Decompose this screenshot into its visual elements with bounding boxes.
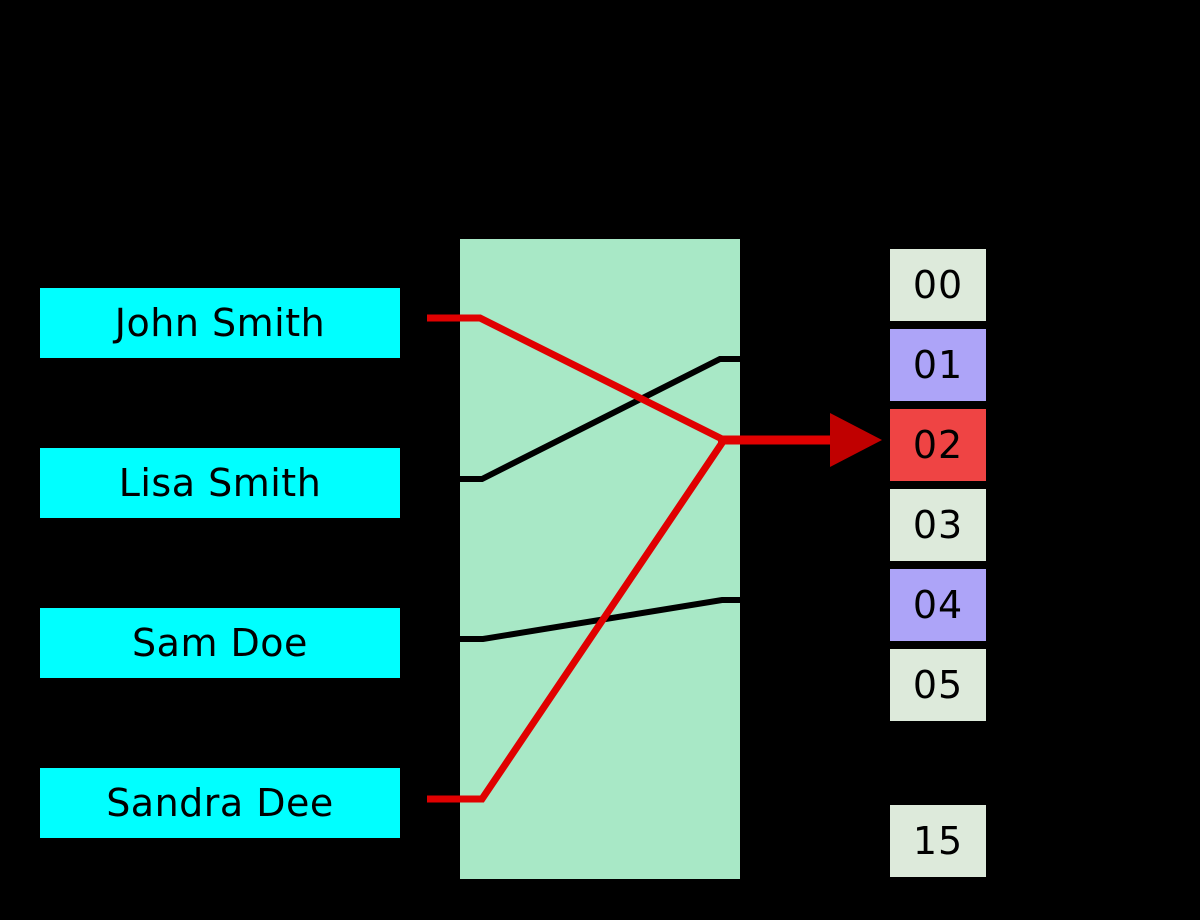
bucket-label-15: 15 [912, 819, 964, 863]
hash-function-box [460, 239, 740, 879]
bucket-cell-02[interactable]: 02 [890, 409, 986, 481]
key-box-sandra-dee[interactable]: Sandra Dee [40, 768, 400, 838]
bucket-label-04: 04 [912, 583, 964, 627]
bucket-cell-04[interactable]: 04 [890, 569, 986, 641]
bucket-cell-05[interactable]: 05 [890, 649, 986, 721]
collision-arrowhead-icon [830, 413, 882, 467]
bucket-label-05: 05 [912, 663, 964, 707]
bucket-label-01: 01 [912, 343, 964, 387]
bucket-cell-00[interactable]: 00 [890, 249, 986, 321]
key-box-lisa-smith[interactable]: Lisa Smith [40, 448, 400, 518]
bucket-label-02: 02 [912, 423, 964, 467]
bucket-cell-15[interactable]: 15 [890, 805, 986, 877]
bucket-label-00: 00 [912, 263, 964, 307]
key-label-sandra-dee: Sandra Dee [106, 781, 334, 825]
key-box-john-smith[interactable]: John Smith [40, 288, 400, 358]
bucket-label-03: 03 [912, 503, 964, 547]
key-label-lisa-smith: Lisa Smith [118, 461, 322, 505]
bucket-cell-03[interactable]: 03 [890, 489, 986, 561]
key-box-sam-doe[interactable]: Sam Doe [40, 608, 400, 678]
key-label-john-smith: John Smith [114, 301, 326, 345]
bucket-cell-01[interactable]: 01 [890, 329, 986, 401]
key-label-sam-doe: Sam Doe [132, 621, 308, 665]
